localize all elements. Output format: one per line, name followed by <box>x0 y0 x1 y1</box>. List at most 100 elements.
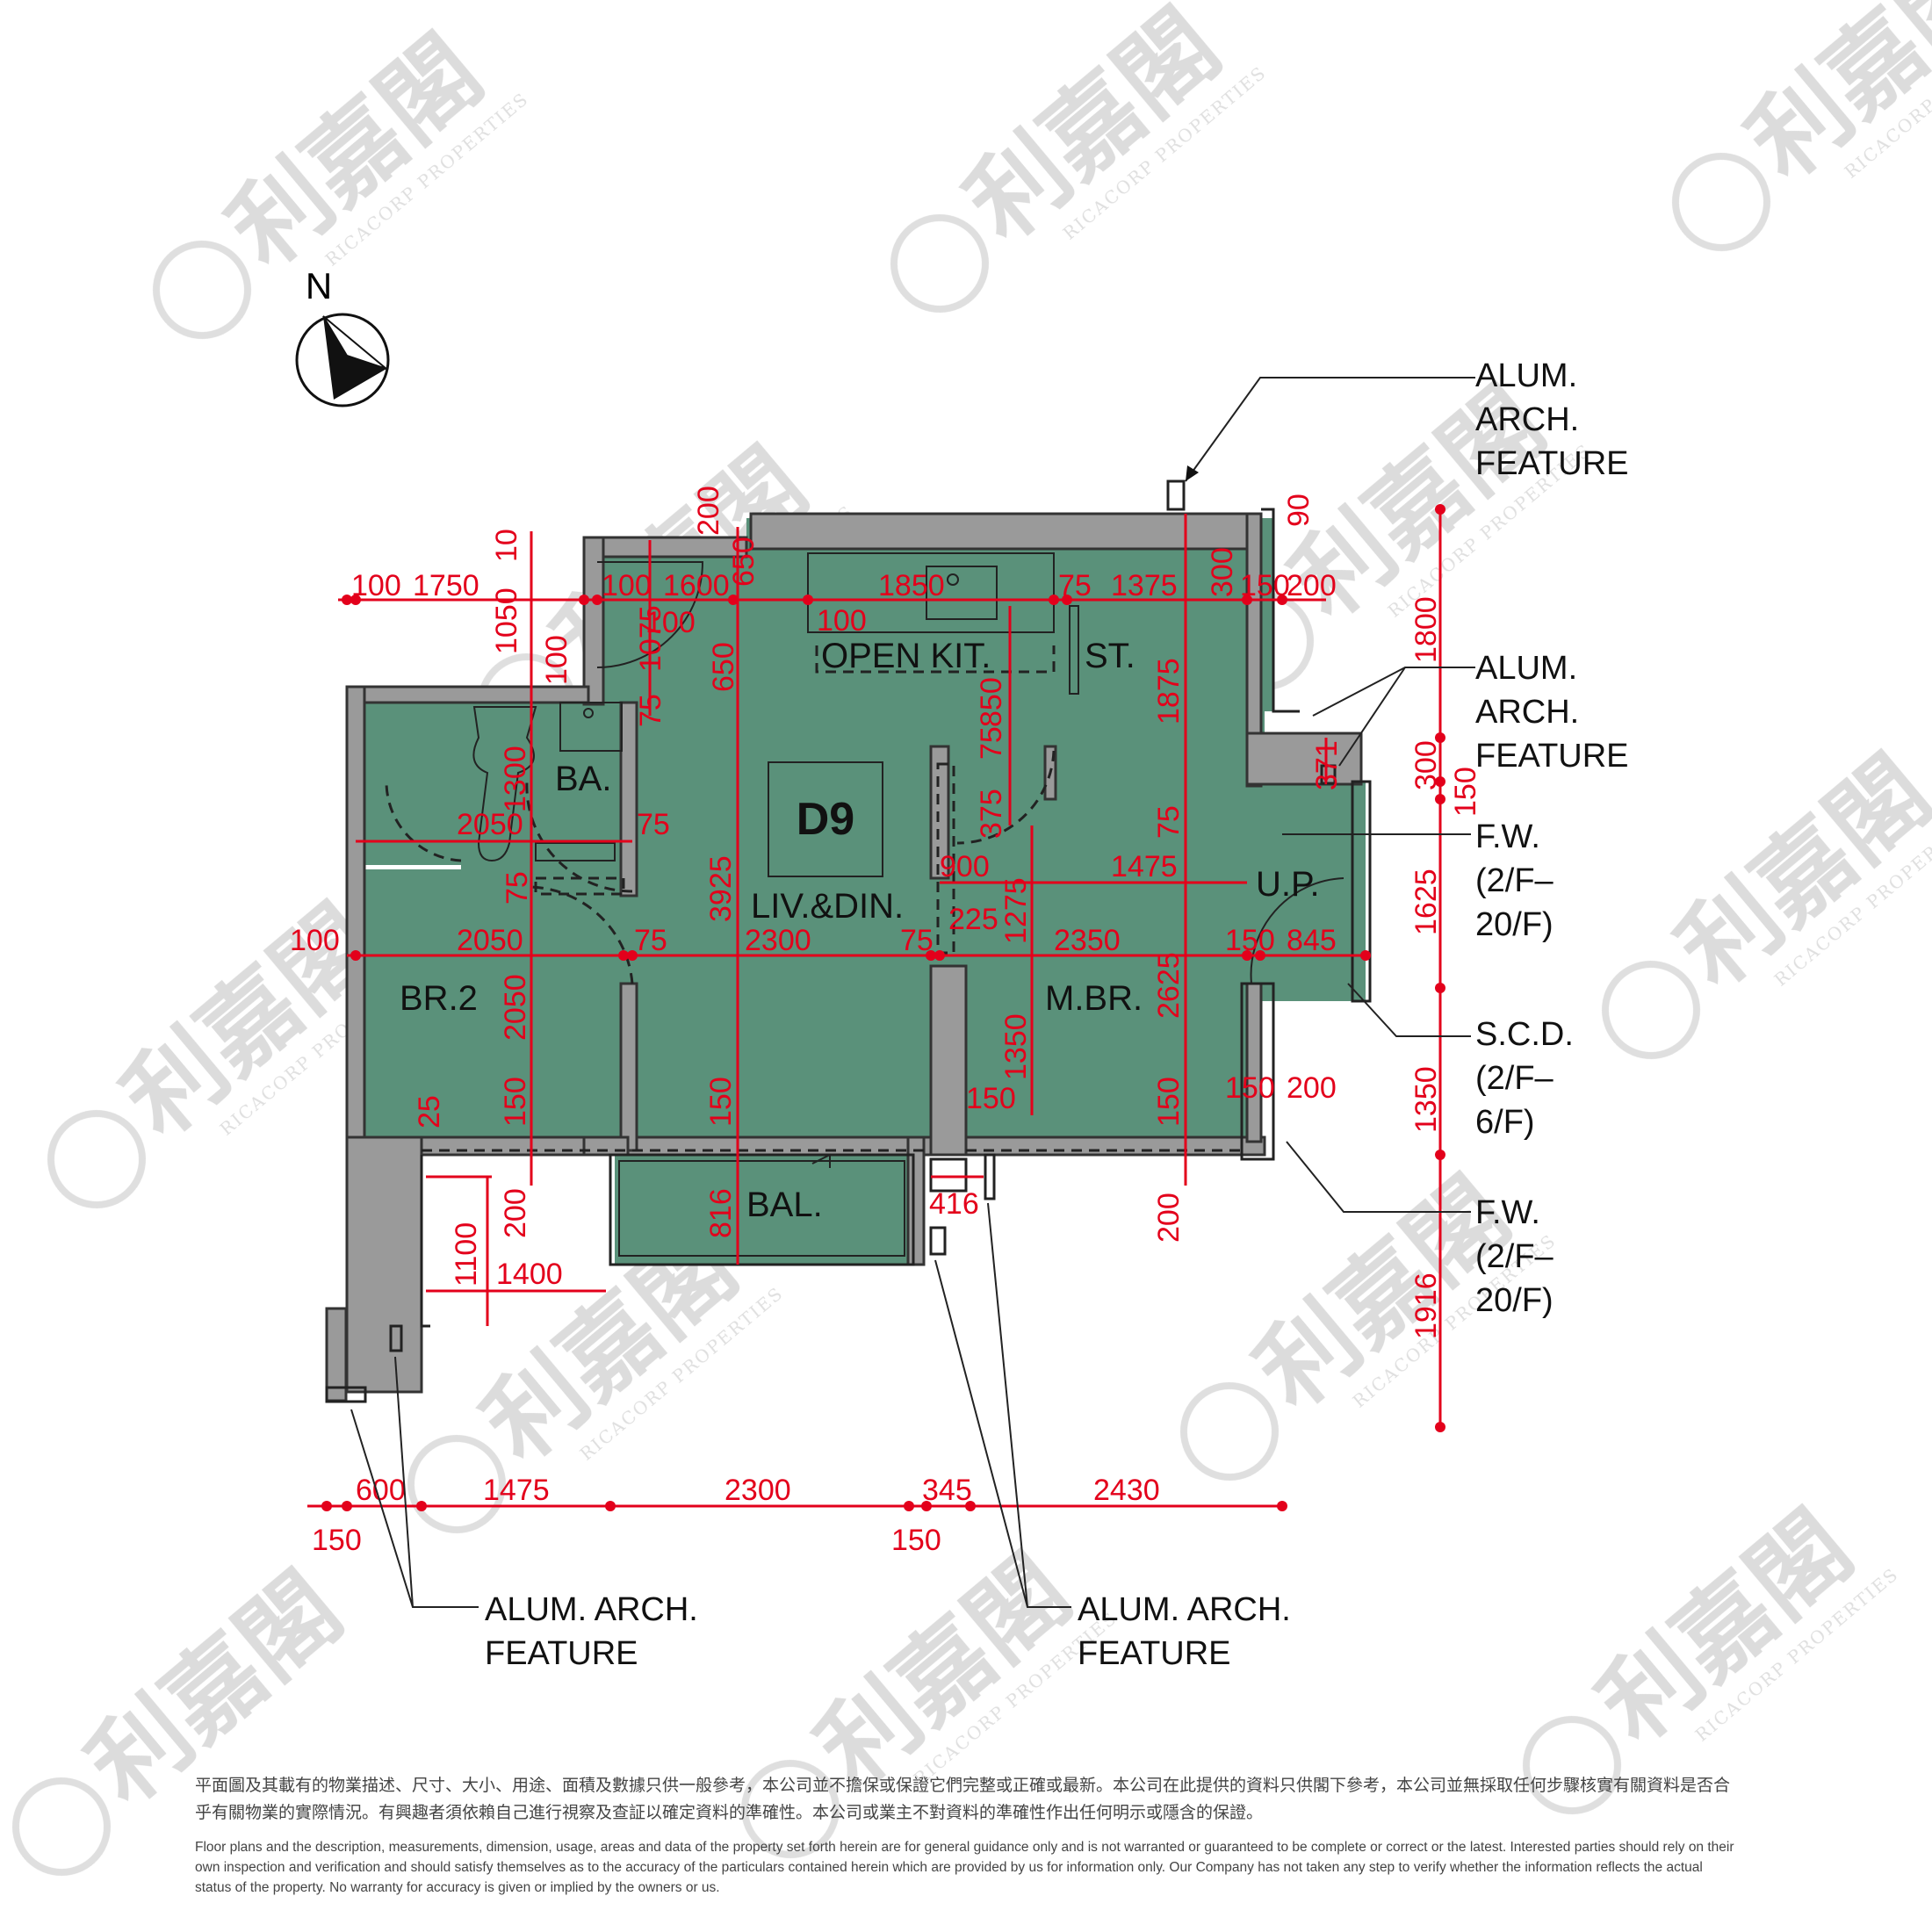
dim-dot <box>921 1501 932 1511</box>
utility-door <box>1250 877 1344 984</box>
dim-bottom-4: 2430 <box>1093 1474 1160 1507</box>
kitchen-tap-icon <box>947 573 959 586</box>
room-label-utility: U.P. <box>1256 865 1320 904</box>
dim-top-10: 200 <box>1287 569 1337 602</box>
dim-top-3: 1600 <box>663 569 730 602</box>
dim-main-3: 2300 <box>745 924 811 957</box>
fin-outline <box>420 1155 430 1328</box>
dim-main-8: 845 <box>1287 924 1337 957</box>
dim-main-6: 2350 <box>1054 924 1121 957</box>
dim-top-2: 100 <box>602 569 652 602</box>
leader-alum-br-b <box>987 1202 1028 1608</box>
dim-bottom-sub-0: 150 <box>312 1524 362 1557</box>
room-labels: OPEN KIT. ST. BA. D9 LIV.&DIN. BR.2 M.BR… <box>400 637 1320 1224</box>
dim-dot <box>350 595 361 605</box>
dim-dot <box>350 950 361 961</box>
leader-scd <box>1347 983 1471 1037</box>
bath-door-swing <box>525 781 633 893</box>
callout-scd-3: 6/F) <box>1475 1104 1535 1141</box>
dim-dot <box>965 1501 976 1511</box>
dim-misc-3: 816 <box>704 1188 738 1238</box>
dim-lv-0: 75 <box>501 871 534 905</box>
dim-bottom-sub-1: 150 <box>891 1524 941 1557</box>
dim-misc-7: 1400 <box>496 1258 563 1291</box>
callout-scd-2: (2/F– <box>1475 1060 1554 1097</box>
arrow-icon <box>1186 465 1199 481</box>
disclaimer-zh: 平面圖及其載有的物業描述、尺寸、大小、用途、面積及數據只供一般參考，本公司並不擔… <box>195 1776 1731 1822</box>
callout-fw-upper-3: 20/F) <box>1475 906 1554 943</box>
wardrobe-dash <box>936 762 955 955</box>
dim-bottom-1: 1475 <box>483 1474 550 1507</box>
dim-dot <box>803 595 813 605</box>
dim-dot <box>1435 776 1445 787</box>
kitchen-counter <box>807 552 1055 633</box>
dim-upv-2: 100 <box>540 635 573 685</box>
wall-south-left <box>345 1135 963 1157</box>
unit-code: D9 <box>797 794 854 845</box>
dim-lv-1: 3925 <box>704 855 738 922</box>
dim-dot <box>592 595 602 605</box>
dim-dot <box>1049 595 1059 605</box>
dimension-lines <box>307 509 1442 1508</box>
dim-lv-5: 150 <box>499 1077 532 1127</box>
callout-alum-top-2: ARCH. <box>1475 401 1579 438</box>
callout-alum-top-1: ALUM. <box>1475 357 1577 394</box>
wall-east-lower <box>1245 982 1263 1143</box>
callout-alum-bl-1: ALUM. ARCH. <box>485 1591 698 1628</box>
dim-top-8: 300 <box>1206 547 1239 597</box>
arch-feature-fin-left <box>389 1324 403 1352</box>
room-label-kitchen: OPEN KIT. <box>821 637 991 675</box>
wall-mbr-west <box>929 964 968 1157</box>
east-window-frame <box>1240 982 1275 1161</box>
compass-needle-light <box>322 315 387 370</box>
wall-mbr-stub <box>929 745 950 880</box>
dim-upv-5: 75 <box>634 694 667 727</box>
arch-feature-fin <box>929 1226 947 1256</box>
leader-alum-top <box>1185 377 1475 482</box>
wall-structural-column <box>345 1135 423 1394</box>
dim-lv-7: 150 <box>1152 1077 1186 1127</box>
utility-fill <box>1247 782 1366 1001</box>
dim-dot <box>342 1501 352 1511</box>
dim-dot <box>342 595 352 605</box>
wall-br2-east <box>619 982 638 1152</box>
master-bedroom-fill <box>931 746 1247 1150</box>
dim-right-1: 300 <box>1409 740 1443 790</box>
wall-west-upper <box>582 536 605 706</box>
dim-misc-1: 200 <box>1287 1071 1337 1105</box>
dim-upv-6: 650 <box>707 642 740 692</box>
balcony-inner-outline <box>618 1160 905 1257</box>
dim-mid-2: 1300 <box>499 746 532 812</box>
dim-top-0: 100 <box>351 569 401 602</box>
dim-dot <box>1277 1501 1287 1511</box>
dim-bottom-2: 2300 <box>724 1474 791 1507</box>
dim-dot <box>1435 732 1445 743</box>
dim-mid-8: 1275 <box>999 877 1033 944</box>
callout-fw-lower-2: (2/F– <box>1475 1238 1554 1275</box>
dim-dot <box>926 950 936 961</box>
dim-upv-9: 1875 <box>1152 658 1186 724</box>
room-label-living: LIV.&DIN. <box>751 887 904 926</box>
dim-top-7: 1375 <box>1111 569 1178 602</box>
dim-dot <box>416 1501 427 1511</box>
dim-misc-6: 1100 <box>450 1222 483 1287</box>
dim-dot <box>1277 595 1287 605</box>
dim-dot <box>605 1501 616 1511</box>
dim-dot <box>1435 1422 1445 1432</box>
dimension-text: 100 1750 100 1600 100 1850 75 1375 300 1… <box>290 486 1482 1557</box>
dim-misc-4: 416 <box>929 1187 979 1221</box>
dim-dot <box>627 950 638 961</box>
store-wall-line <box>1069 605 1079 695</box>
dim-mid-4: 375 <box>975 789 1008 839</box>
room-label-balcony: BAL. <box>746 1186 823 1224</box>
unit-badge-frame <box>768 761 883 877</box>
dim-main-4: 75 <box>900 924 934 957</box>
wall-bath-top <box>345 685 590 704</box>
compass-label: N <box>306 265 332 306</box>
wall-balcony-east <box>906 1135 926 1266</box>
arch-feature-mid <box>1320 764 1337 785</box>
dim-dot <box>1435 794 1445 804</box>
dim-mid-3: 75 <box>975 726 1008 760</box>
room-label-bedroom2: BR.2 <box>400 979 478 1018</box>
dim-right-0: 1800 <box>1409 596 1443 663</box>
